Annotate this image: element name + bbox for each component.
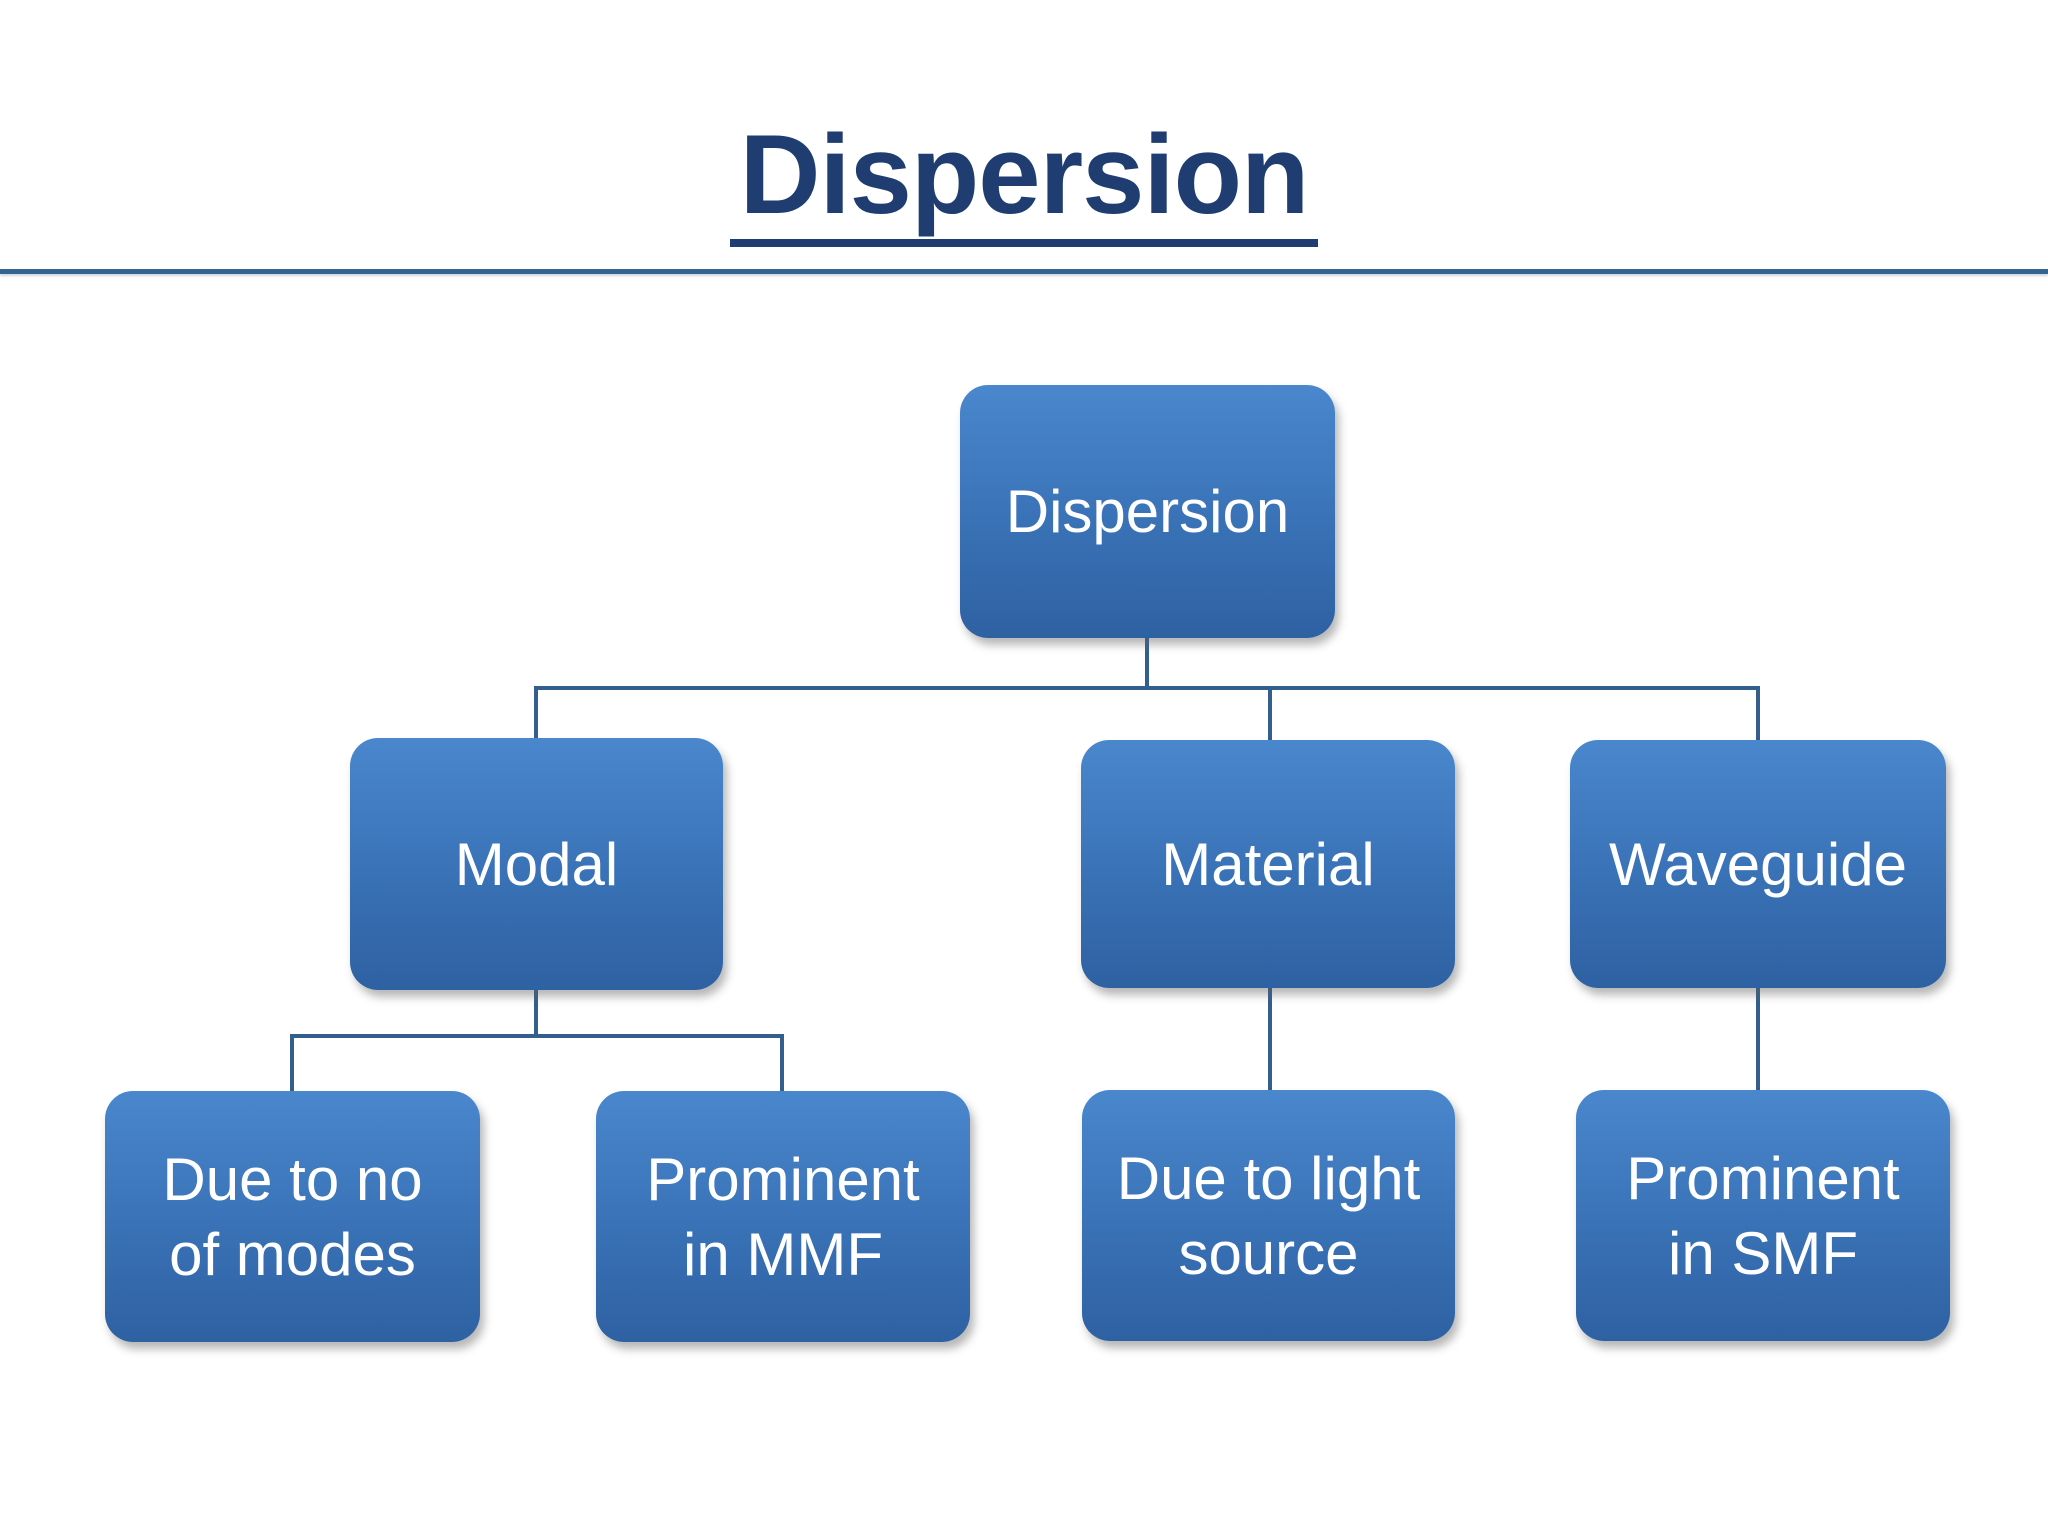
connector-material-bottom-drop (1268, 987, 1272, 1091)
connector-waveguide-drop (1756, 686, 1760, 742)
title-divider-rule (0, 269, 2048, 274)
node-prominent-in-mmf-label: Prominent in MMF (646, 1145, 920, 1288)
node-waveguide: Waveguide (1570, 740, 1946, 988)
connector-level2-horizontal (534, 686, 1760, 690)
node-modal: Modal (350, 738, 723, 990)
node-due-to-light-source-label: Due to light source (1116, 1144, 1421, 1287)
title-wrap: Dispersion (0, 112, 2048, 248)
node-material-label: Material (1161, 830, 1375, 898)
connector-root-drop (1145, 637, 1149, 689)
node-material: Material (1081, 740, 1455, 988)
connector-modal-children-horizontal (290, 1034, 784, 1038)
node-due-to-no-of-modes: Due to no of modes (105, 1091, 480, 1342)
node-waveguide-label: Waveguide (1609, 830, 1907, 898)
node-due-to-light-source: Due to light source (1082, 1090, 1455, 1341)
node-dispersion: Dispersion (960, 385, 1335, 638)
connector-mmf-drop (780, 1034, 784, 1092)
connector-waveguide-bottom-drop (1756, 987, 1760, 1091)
node-prominent-in-mmf: Prominent in MMF (596, 1091, 970, 1342)
node-prominent-in-smf: Prominent in SMF (1576, 1090, 1950, 1341)
page-title: Dispersion (729, 112, 1319, 248)
connector-material-drop (1268, 686, 1272, 742)
connector-modal-drop (534, 686, 538, 740)
node-prominent-in-smf-label: Prominent in SMF (1626, 1144, 1900, 1287)
connector-modes-drop (290, 1034, 294, 1092)
node-modal-label: Modal (454, 830, 619, 898)
node-due-to-no-of-modes-label: Due to no of modes (162, 1145, 423, 1288)
node-dispersion-label: Dispersion (1005, 478, 1290, 545)
connector-modal-bottom-drop (534, 989, 538, 1037)
